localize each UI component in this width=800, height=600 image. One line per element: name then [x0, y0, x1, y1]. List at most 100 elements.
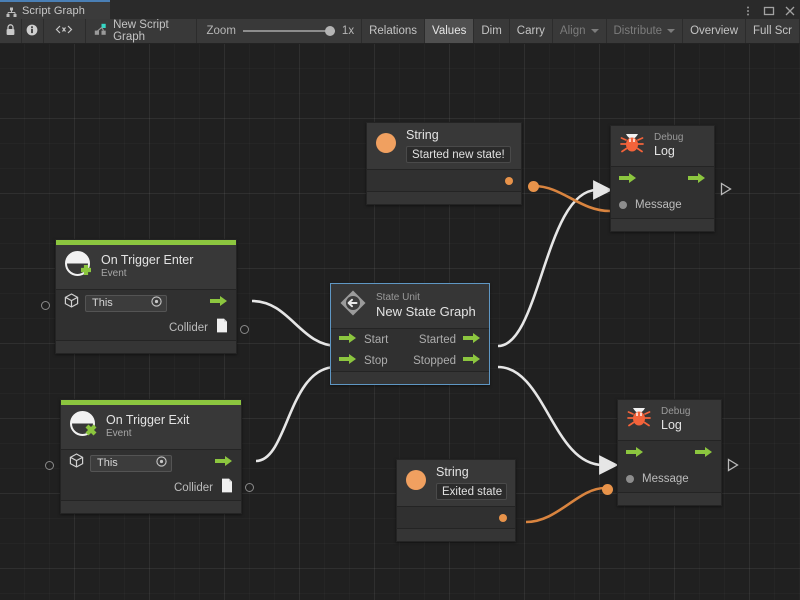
node-title: String	[406, 128, 439, 142]
overview-button[interactable]: Overview	[683, 19, 747, 43]
distribute-label: Distribute	[613, 25, 663, 37]
align-label: Align	[559, 25, 586, 37]
node-debug-log-top[interactable]: Debug Log	[610, 125, 715, 232]
flow-input-port[interactable]	[626, 445, 644, 463]
node-debug-log-bottom[interactable]: Debug Log Message	[617, 399, 722, 506]
port-row-flow	[611, 167, 714, 192]
chevron-down-icon	[590, 29, 599, 33]
node-title: New State Graph	[376, 304, 476, 319]
node-subtitle: Event	[106, 428, 132, 439]
graph-name-button[interactable]: New Script Graph	[86, 19, 197, 43]
string-top-output-connector[interactable]	[528, 181, 539, 192]
collider-file-icon[interactable]	[221, 478, 233, 498]
distribute-dropdown[interactable]: Distribute	[607, 19, 684, 43]
dim-button[interactable]: Dim	[474, 19, 510, 43]
start-input-port[interactable]	[339, 331, 357, 349]
node-title: Log	[661, 418, 682, 432]
debug-log-bottom-flow-out-connector[interactable]	[727, 458, 739, 477]
trigger-enter-target-connector[interactable]	[41, 301, 50, 310]
node-on-trigger-exit[interactable]: On Trigger Exit Event This	[60, 399, 242, 514]
lock-button[interactable]	[0, 19, 22, 43]
zoom-control[interactable]: Zoom 1x	[197, 19, 363, 43]
event-accent-bar	[56, 240, 236, 245]
flow-output-port[interactable]	[695, 445, 713, 463]
trigger-enter-collider-connector[interactable]	[240, 325, 249, 334]
node-title: On Trigger Exit	[106, 413, 190, 427]
flow-output-port[interactable]	[210, 294, 228, 312]
node-body: Message	[618, 441, 721, 493]
port-row-collider: Collider	[61, 476, 241, 500]
node-header: On Trigger Enter Event	[56, 245, 236, 290]
port-row-output	[367, 170, 521, 191]
event-enter-icon	[64, 250, 92, 283]
edge-trigger-enter-to-state-start	[251, 299, 354, 356]
node-subtitle: State Unit	[376, 292, 420, 303]
flow-output-port[interactable]	[688, 171, 706, 189]
node-state-unit[interactable]: State Unit New State Graph Start Started	[330, 283, 490, 385]
code-view-button[interactable]	[44, 19, 87, 43]
started-output-port[interactable]	[463, 331, 481, 349]
target-object-field[interactable]: This	[85, 294, 167, 312]
node-subtitle: Event	[101, 268, 127, 279]
stopped-output-port[interactable]	[463, 352, 481, 370]
zoom-slider-track	[242, 30, 335, 32]
string-value-field[interactable]: Exited state	[436, 483, 507, 500]
zoom-slider-knob[interactable]	[324, 26, 335, 36]
carry-button[interactable]: Carry	[510, 19, 553, 43]
overview-label: Overview	[690, 25, 739, 37]
relations-button[interactable]: Relations	[362, 19, 426, 43]
string-bottom-output-connector[interactable]	[602, 484, 613, 495]
trigger-exit-target-connector[interactable]	[45, 461, 54, 470]
carry-label: Carry	[516, 25, 545, 37]
values-button[interactable]: Values	[425, 19, 475, 43]
close-icon[interactable]	[784, 4, 796, 16]
port-row-target: This	[61, 450, 241, 476]
target-object-value: This	[97, 457, 118, 469]
graph-toolbar: New Script Graph Zoom 1x Relations Value…	[0, 19, 800, 44]
node-header: On Trigger Exit Event	[61, 405, 241, 450]
script-graph-icon	[94, 23, 107, 39]
maximize-icon[interactable]	[763, 4, 775, 16]
dim-label: Dim	[481, 25, 502, 37]
port-row-start: Start Started	[331, 329, 489, 350]
node-string-bottom[interactable]: String Exited state	[396, 459, 516, 542]
collider-file-icon[interactable]	[216, 318, 228, 338]
message-input-port[interactable]	[626, 475, 634, 483]
graph-name-label: New Script Graph	[113, 19, 169, 43]
node-body: Start Started Stop Stopped	[331, 329, 489, 372]
node-on-trigger-enter[interactable]: On Trigger Enter Event This	[55, 239, 237, 354]
stop-input-port[interactable]	[339, 352, 357, 370]
tab-script-graph[interactable]: Script Graph	[0, 0, 110, 19]
string-value-field[interactable]: Started new state!	[406, 146, 511, 163]
debug-log-top-flow-out-connector[interactable]	[720, 182, 732, 201]
string-output-port[interactable]	[505, 176, 513, 185]
flow-output-port[interactable]	[215, 454, 233, 472]
graph-canvas[interactable]: String Started new state!	[0, 44, 800, 600]
flow-input-port[interactable]	[619, 171, 637, 189]
node-body: This Collider	[61, 450, 241, 501]
string-output-port[interactable]	[499, 513, 507, 522]
more-options-icon[interactable]	[742, 4, 754, 16]
target-picker-icon[interactable]	[151, 296, 162, 310]
info-button[interactable]	[22, 19, 44, 43]
string-value-icon	[405, 469, 427, 496]
trigger-exit-collider-connector[interactable]	[245, 483, 254, 492]
node-footer	[367, 192, 521, 204]
start-label: Start	[364, 333, 389, 346]
message-label: Message	[635, 199, 682, 211]
zoom-value: 1x	[341, 25, 355, 37]
node-string-top[interactable]: String Started new state!	[366, 122, 522, 205]
window-title-bar: Script Graph	[0, 0, 800, 19]
target-object-field[interactable]: This	[90, 454, 172, 472]
node-body: Message	[611, 167, 714, 219]
stopped-label: Stopped	[413, 354, 456, 367]
message-input-port[interactable]	[619, 201, 627, 209]
target-picker-icon[interactable]	[156, 456, 167, 470]
fullscreen-button[interactable]: Full Scr	[746, 19, 800, 43]
align-dropdown[interactable]: Align	[553, 19, 607, 43]
node-title: Log	[654, 144, 675, 158]
node-header: State Unit New State Graph	[331, 284, 489, 329]
zoom-slider[interactable]	[242, 25, 335, 37]
values-label: Values	[432, 25, 467, 37]
bug-icon	[619, 131, 645, 160]
